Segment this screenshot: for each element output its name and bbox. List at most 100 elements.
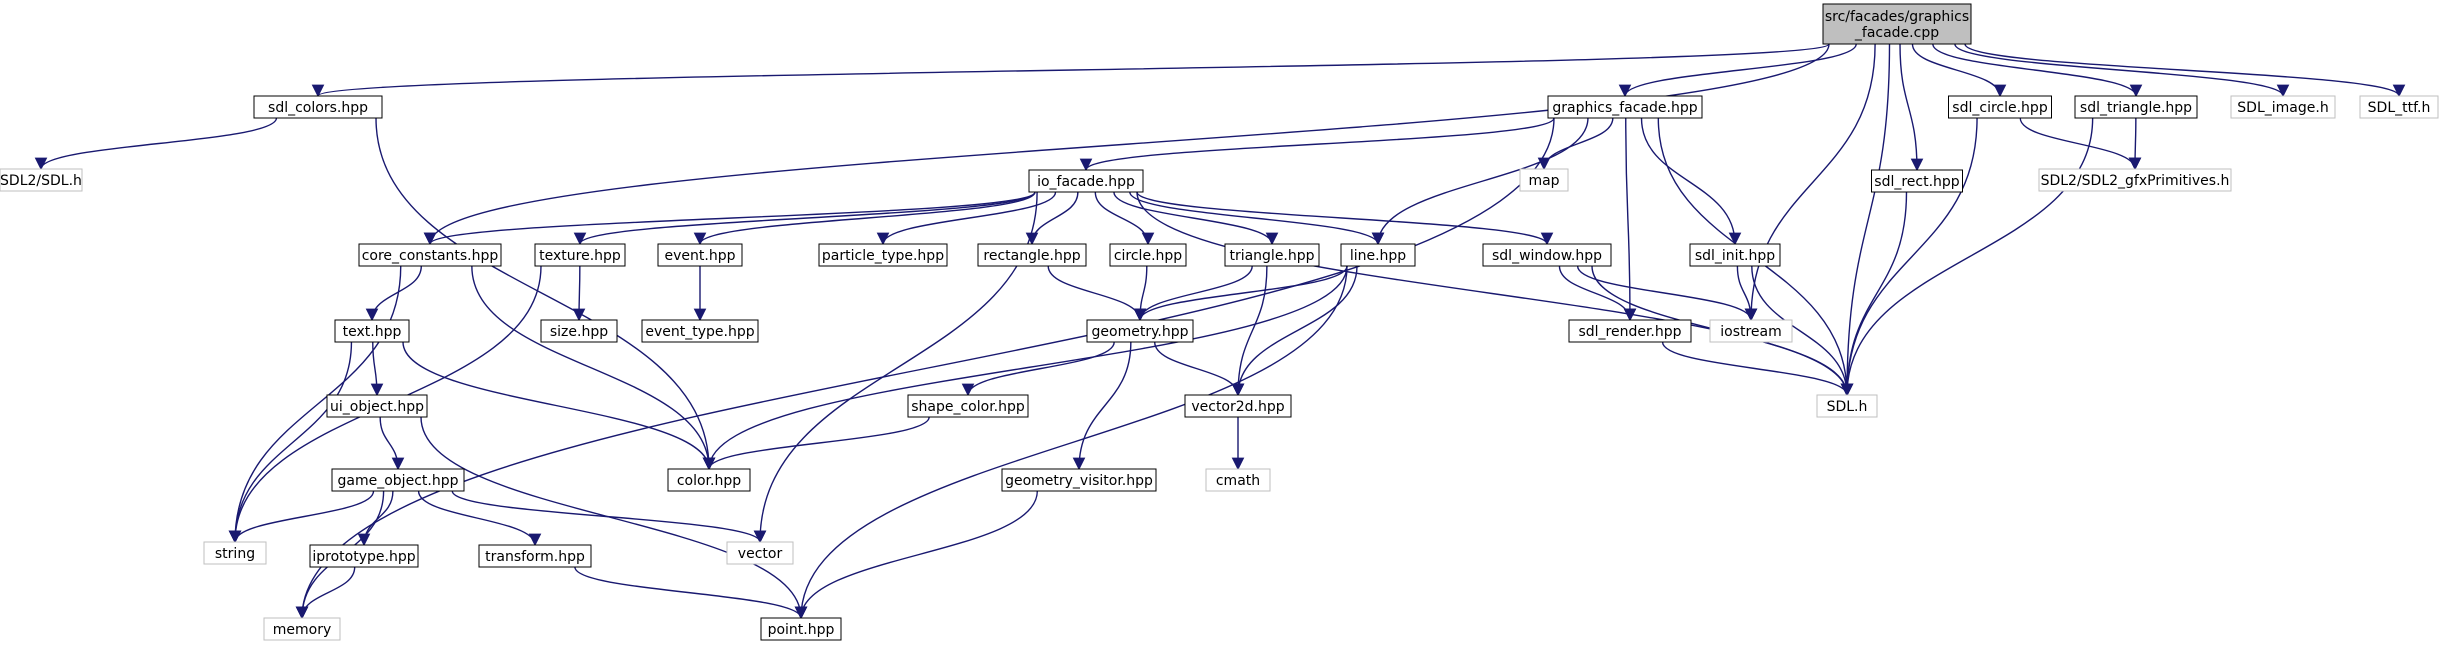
edge-io_facade-to-texture: [573, 191, 1036, 246]
node-root[interactable]: src/facades/graphics_facade.cpp: [1822, 3, 1972, 45]
node-size[interactable]: size.hpp: [540, 319, 618, 343]
node-line[interactable]: line.hpp: [1340, 243, 1416, 267]
node-circle[interactable]: circle.hpp: [1109, 243, 1187, 267]
node-label-root: _facade.cpp: [1854, 25, 1939, 41]
edge-sdl_window-to-sdl_render: [1558, 265, 1637, 322]
edge-core_constants-to-text: [365, 265, 422, 322]
edge-io_facade-to-triangle: [1113, 191, 1279, 246]
node-sdl_rect[interactable]: sdl_rect.hpp: [1871, 169, 1963, 193]
node-game_object[interactable]: game_object.hpp: [331, 468, 465, 492]
node-io_facade[interactable]: io_facade.hpp: [1028, 169, 1144, 193]
edge-root-to-iostream: [1744, 43, 1876, 322]
edge-graphics_facade_hpp-to-sdl_init: [1640, 117, 1742, 246]
edge-line-to-geometry: [1133, 265, 1348, 322]
node-geometry_visitor[interactable]: geometry_visitor.hpp: [1001, 468, 1157, 492]
edge-root-to-sdl_rect: [1899, 43, 1924, 172]
edge-graphics_facade_hpp-to-map: [1537, 117, 1614, 171]
node-box-memory: [263, 617, 341, 641]
node-iprototype[interactable]: iprototype.hpp: [309, 544, 419, 568]
edge-root-to-sdl_image: [1954, 43, 2290, 98]
node-label-memory: memory: [273, 622, 332, 638]
node-transform[interactable]: transform.hpp: [478, 544, 592, 568]
node-label-shape_color: shape_color.hpp: [911, 399, 1025, 415]
node-box-core_constants: [358, 243, 502, 267]
edge-sdl_triangle-to-gfx: [2128, 117, 2142, 171]
edge-io_facade-to-sdl_window: [1136, 191, 1554, 246]
node-sdl_window[interactable]: sdl_window.hpp: [1482, 243, 1612, 267]
node-label-iostream: iostream: [1720, 324, 1782, 340]
node-label-sdl2_sdl: SDL2/SDL.h: [0, 173, 82, 189]
node-ui_object[interactable]: ui_object.hpp: [326, 394, 428, 418]
edge-sdl_window-to-iostream: [1576, 265, 1758, 322]
node-sdl_h: SDL.h: [1816, 394, 1878, 418]
edge-graphics_facade_hpp-to-line: [1371, 117, 1589, 246]
node-vector2d[interactable]: vector2d.hpp: [1184, 394, 1292, 418]
node-event_type[interactable]: event_type.hpp: [641, 319, 759, 343]
node-box-sdl_ttf: [2359, 95, 2439, 119]
node-sdl_render[interactable]: sdl_render.hpp: [1568, 319, 1692, 343]
node-box-geometry: [1086, 319, 1194, 343]
node-box-circle: [1109, 243, 1187, 267]
node-label-event: event.hpp: [665, 248, 736, 264]
edge-root-to-sdl_colors: [312, 43, 1830, 98]
node-box-sdl_init: [1689, 243, 1781, 267]
node-sdl_triangle[interactable]: sdl_triangle.hpp: [2074, 95, 2198, 119]
edge-iprototype-to-memory: [295, 566, 356, 620]
node-text[interactable]: text.hpp: [334, 319, 410, 343]
node-box-cmath: [1205, 468, 1271, 492]
node-string: string: [203, 541, 267, 565]
node-label-vector: vector: [738, 546, 783, 562]
node-event[interactable]: event.hpp: [657, 243, 743, 267]
node-rectangle[interactable]: rectangle.hpp: [977, 243, 1087, 267]
edge-game_object-to-transform: [417, 490, 542, 547]
node-box-color: [667, 468, 751, 492]
node-label-string: string: [215, 546, 255, 562]
node-label-sdl_circle: sdl_circle.hpp: [1952, 100, 2048, 116]
node-label-point: point.hpp: [768, 622, 835, 638]
node-box-sdl_render: [1568, 319, 1692, 343]
edge-core_constants-to-color: [471, 265, 716, 471]
node-box-map: [1519, 168, 1569, 192]
node-shape_color[interactable]: shape_color.hpp: [907, 394, 1029, 418]
node-box-gfx: [2038, 168, 2232, 192]
node-box-game_object: [331, 468, 465, 492]
edge-io_facade-to-rectangle: [1025, 191, 1079, 246]
edge-geometry-to-shape_color: [961, 341, 1115, 397]
node-box-sdl_circle: [1948, 95, 2052, 119]
edge-core_constants-to-string: [228, 265, 402, 544]
node-sdl_init[interactable]: sdl_init.hpp: [1689, 243, 1781, 267]
nodes-layer: src/facades/graphics_facade.cpp sdl_color…: [0, 3, 2439, 641]
node-geometry[interactable]: geometry.hpp: [1086, 319, 1194, 343]
node-core_constants[interactable]: core_constants.hpp: [358, 243, 502, 267]
node-label-map: map: [1528, 173, 1559, 189]
node-graphics_facade_hpp[interactable]: graphics_facade.hpp: [1547, 95, 1703, 119]
edge-text-to-string: [228, 341, 353, 544]
node-label-core_constants: core_constants.hpp: [362, 248, 499, 264]
node-label-transform: transform.hpp: [485, 549, 585, 565]
node-box-graphics_facade_hpp: [1547, 95, 1703, 119]
node-vector: vector: [726, 541, 794, 565]
node-particle_type[interactable]: particle_type.hpp: [818, 243, 948, 267]
node-label-sdl_window: sdl_window.hpp: [1492, 248, 1602, 264]
edge-ui_object-to-game_object: [379, 416, 405, 471]
node-sdl_colors[interactable]: sdl_colors.hpp: [253, 95, 383, 119]
node-box-rectangle: [977, 243, 1087, 267]
node-point[interactable]: point.hpp: [760, 617, 842, 641]
node-texture[interactable]: texture.hpp: [534, 243, 626, 267]
edge-line-to-point: [794, 265, 1348, 620]
edge-shape_color-to-color: [702, 416, 930, 471]
node-box-point: [760, 617, 842, 641]
edge-text-to-color: [402, 341, 716, 471]
edge-sdl_triangle-to-sdl_h: [1840, 117, 2094, 397]
node-triangle[interactable]: triangle.hpp: [1224, 243, 1320, 267]
node-box-io_facade: [1028, 169, 1144, 193]
node-color[interactable]: color.hpp: [667, 468, 751, 492]
node-iostream: iostream: [1709, 319, 1793, 343]
node-box-transform: [478, 544, 592, 568]
node-label-io_facade: io_facade.hpp: [1037, 174, 1135, 190]
edge-sdl_init-to-iostream: [1736, 265, 1758, 322]
node-gfx: SDL2/SDL2_gfxPrimitives.h: [2038, 168, 2232, 192]
edge-game_object-to-vector: [451, 490, 767, 544]
node-sdl_circle[interactable]: sdl_circle.hpp: [1948, 95, 2052, 119]
node-label-iprototype: iprototype.hpp: [312, 549, 415, 565]
